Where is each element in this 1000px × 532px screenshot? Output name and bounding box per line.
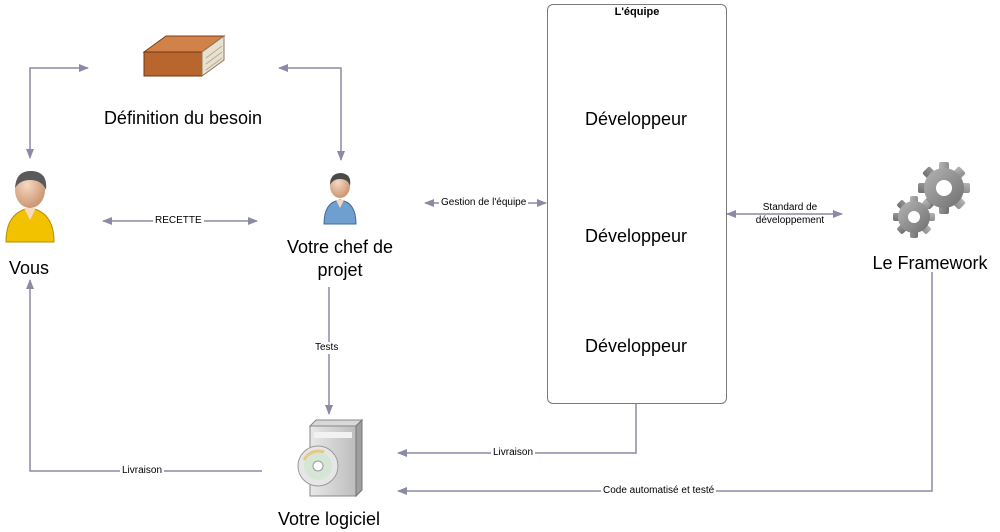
edge-chef-definition	[278, 64, 345, 161]
definition-label: Définition du besoin	[103, 108, 263, 128]
vous-user-icon	[5, 170, 55, 243]
logiciel-label: Votre logiciel	[277, 509, 381, 529]
framework-label: Le Framework	[872, 253, 988, 273]
team-container	[547, 4, 727, 404]
team-title: L'équipe	[614, 6, 660, 18]
chef-label-line1: Votre chef de	[286, 237, 394, 257]
edge-code	[397, 272, 933, 495]
book-icon	[142, 35, 226, 77]
edge-label-gestion: Gestion de l'équipe	[439, 197, 529, 209]
software-box-icon	[297, 418, 364, 498]
gears-icon	[893, 162, 970, 238]
edge-label-recette: RECETTE	[153, 215, 204, 227]
developer-label: Développeur	[584, 336, 688, 356]
edge-livraison-team	[397, 403, 637, 457]
chef-label-line2: projet	[317, 260, 363, 280]
developer-label: Développeur	[584, 109, 688, 129]
edge-livraison-vous	[26, 279, 262, 472]
edge-label-code: Code automatisé et testé	[601, 485, 717, 497]
vous-label: Vous	[8, 258, 50, 278]
edge-vous-definition	[26, 64, 89, 159]
chef-user-icon	[323, 173, 357, 225]
edge-label-tests: Tests	[313, 342, 341, 354]
edge-label-standard-line1: Standard de	[762, 202, 818, 213]
edge-label-standard-line2: développement	[755, 215, 825, 226]
edge-label-livraison-team: Livraison	[491, 447, 536, 459]
developer-label: Développeur	[584, 226, 688, 246]
edge-label-livraison-vous: Livraison	[120, 465, 165, 477]
